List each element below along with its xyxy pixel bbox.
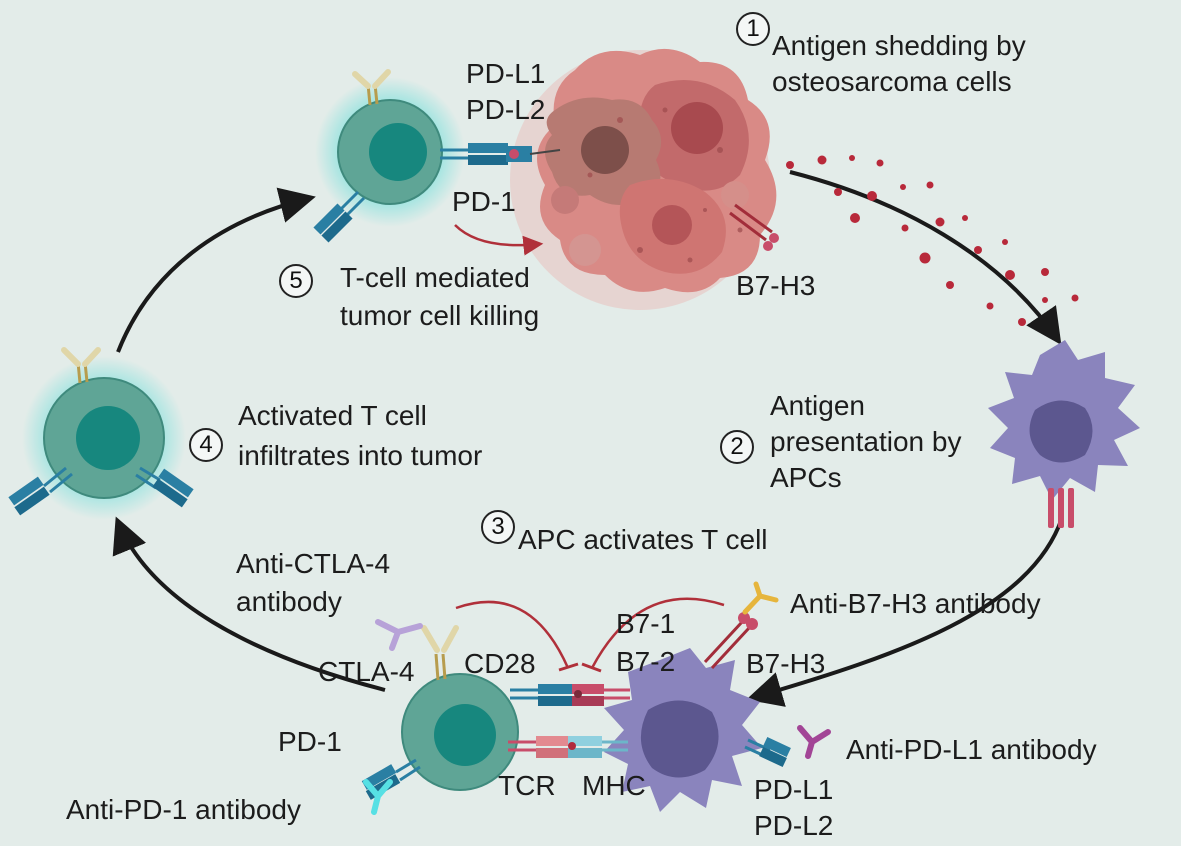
bottom-pdl1-label: PD-L1 — [754, 774, 834, 805]
osteosarcoma-tumor — [510, 48, 777, 310]
top-pd1-pdl1-binding — [440, 143, 561, 165]
anti-b7h3-antibody-glyph — [742, 581, 779, 615]
anti-ctla4-label-line-2: antibody — [236, 586, 342, 617]
anti-pdl1-antibody-glyph — [797, 725, 831, 759]
b7h3-inhibition-bar — [581, 662, 602, 673]
cycle-arrow-tumor-to-apc — [789, 170, 1062, 345]
cycle-arrow-synapse-to-activated-tcell — [112, 516, 386, 692]
step-4-line-1: Activated T cell — [238, 400, 427, 431]
step-2-line-2: presentation by — [770, 426, 962, 457]
tcr-label: TCR — [498, 770, 556, 801]
antigen-presenting-cell — [988, 340, 1140, 528]
mhc-label: MHC — [582, 770, 646, 801]
apc-b7h3-receptor — [703, 612, 758, 670]
b72-label: B7-2 — [616, 646, 676, 677]
anti-pd1-antibody-glyph — [363, 779, 393, 815]
bottom-pd1-label: PD-1 — [278, 726, 342, 757]
step-5-marker: 5 — [279, 264, 313, 298]
anti-ctla4-label-line-1: Anti-CTLA-4 — [236, 548, 391, 579]
anti-b7h3-label: Anti-B7-H3 antibody — [790, 588, 1041, 619]
ctla4-inhibition-arc — [455, 600, 570, 669]
b7h3-inhibition-arc — [590, 597, 725, 669]
b71-label: B7-1 — [616, 608, 676, 639]
cd28-label: CD28 — [464, 648, 536, 679]
step-3-text: APC activates T cell — [518, 524, 768, 555]
step-2-line-1: Antigen — [770, 390, 865, 421]
anti-pdl1-label: Anti-PD-L1 antibody — [846, 734, 1097, 765]
activated-t-cell — [8, 347, 194, 520]
bottom-apc — [604, 648, 762, 812]
costimulatory-binding — [510, 684, 630, 706]
anti-ctla4-antibody-glyph — [375, 619, 423, 651]
step-1-line-1: Antigen shedding by — [772, 30, 1026, 61]
naive-t-cell — [361, 625, 519, 800]
top-pdl2-label: PD-L2 — [466, 94, 546, 125]
step-4-line-2: infiltrates into tumor — [238, 440, 483, 471]
step-5-line-1: T-cell mediated — [340, 262, 530, 293]
top-pdl1-label: PD-L1 — [466, 58, 546, 89]
top-pd1-label: PD-1 — [452, 186, 516, 217]
ctla4-inhibition-bar — [558, 662, 579, 672]
step-5-line-2: tumor cell killing — [340, 300, 540, 331]
bottom-pdl2-label: PD-L2 — [754, 810, 834, 841]
tcr-mhc-binding — [508, 736, 628, 758]
cycle-arrow-activated-tcell-to-killer-tcell — [116, 187, 316, 353]
top-b7h3-label: B7-H3 — [736, 270, 816, 301]
step-3-marker: 3 — [481, 510, 515, 544]
bottom-b7h3-label: B7-H3 — [746, 648, 826, 679]
step-2-marker: 2 — [720, 430, 754, 464]
step-1-line-2: osteosarcoma cells — [772, 66, 1012, 97]
shed-antigen-particles — [786, 155, 1079, 326]
pd1-action-arrow — [454, 224, 544, 256]
step-2-line-3: APCs — [770, 462, 842, 493]
anti-pd1-label: Anti-PD-1 antibody — [66, 794, 302, 825]
ctla4-label: CTLA-4 — [318, 656, 415, 687]
killer-t-cell — [313, 69, 465, 243]
step-4-marker: 4 — [189, 428, 223, 462]
cycle-arrow-apc-to-synapse — [746, 517, 1064, 707]
tumor-b7h3-receptor — [729, 203, 779, 251]
step-1-marker: 1 — [736, 12, 770, 46]
apc-pdl1-receptor — [744, 736, 791, 768]
